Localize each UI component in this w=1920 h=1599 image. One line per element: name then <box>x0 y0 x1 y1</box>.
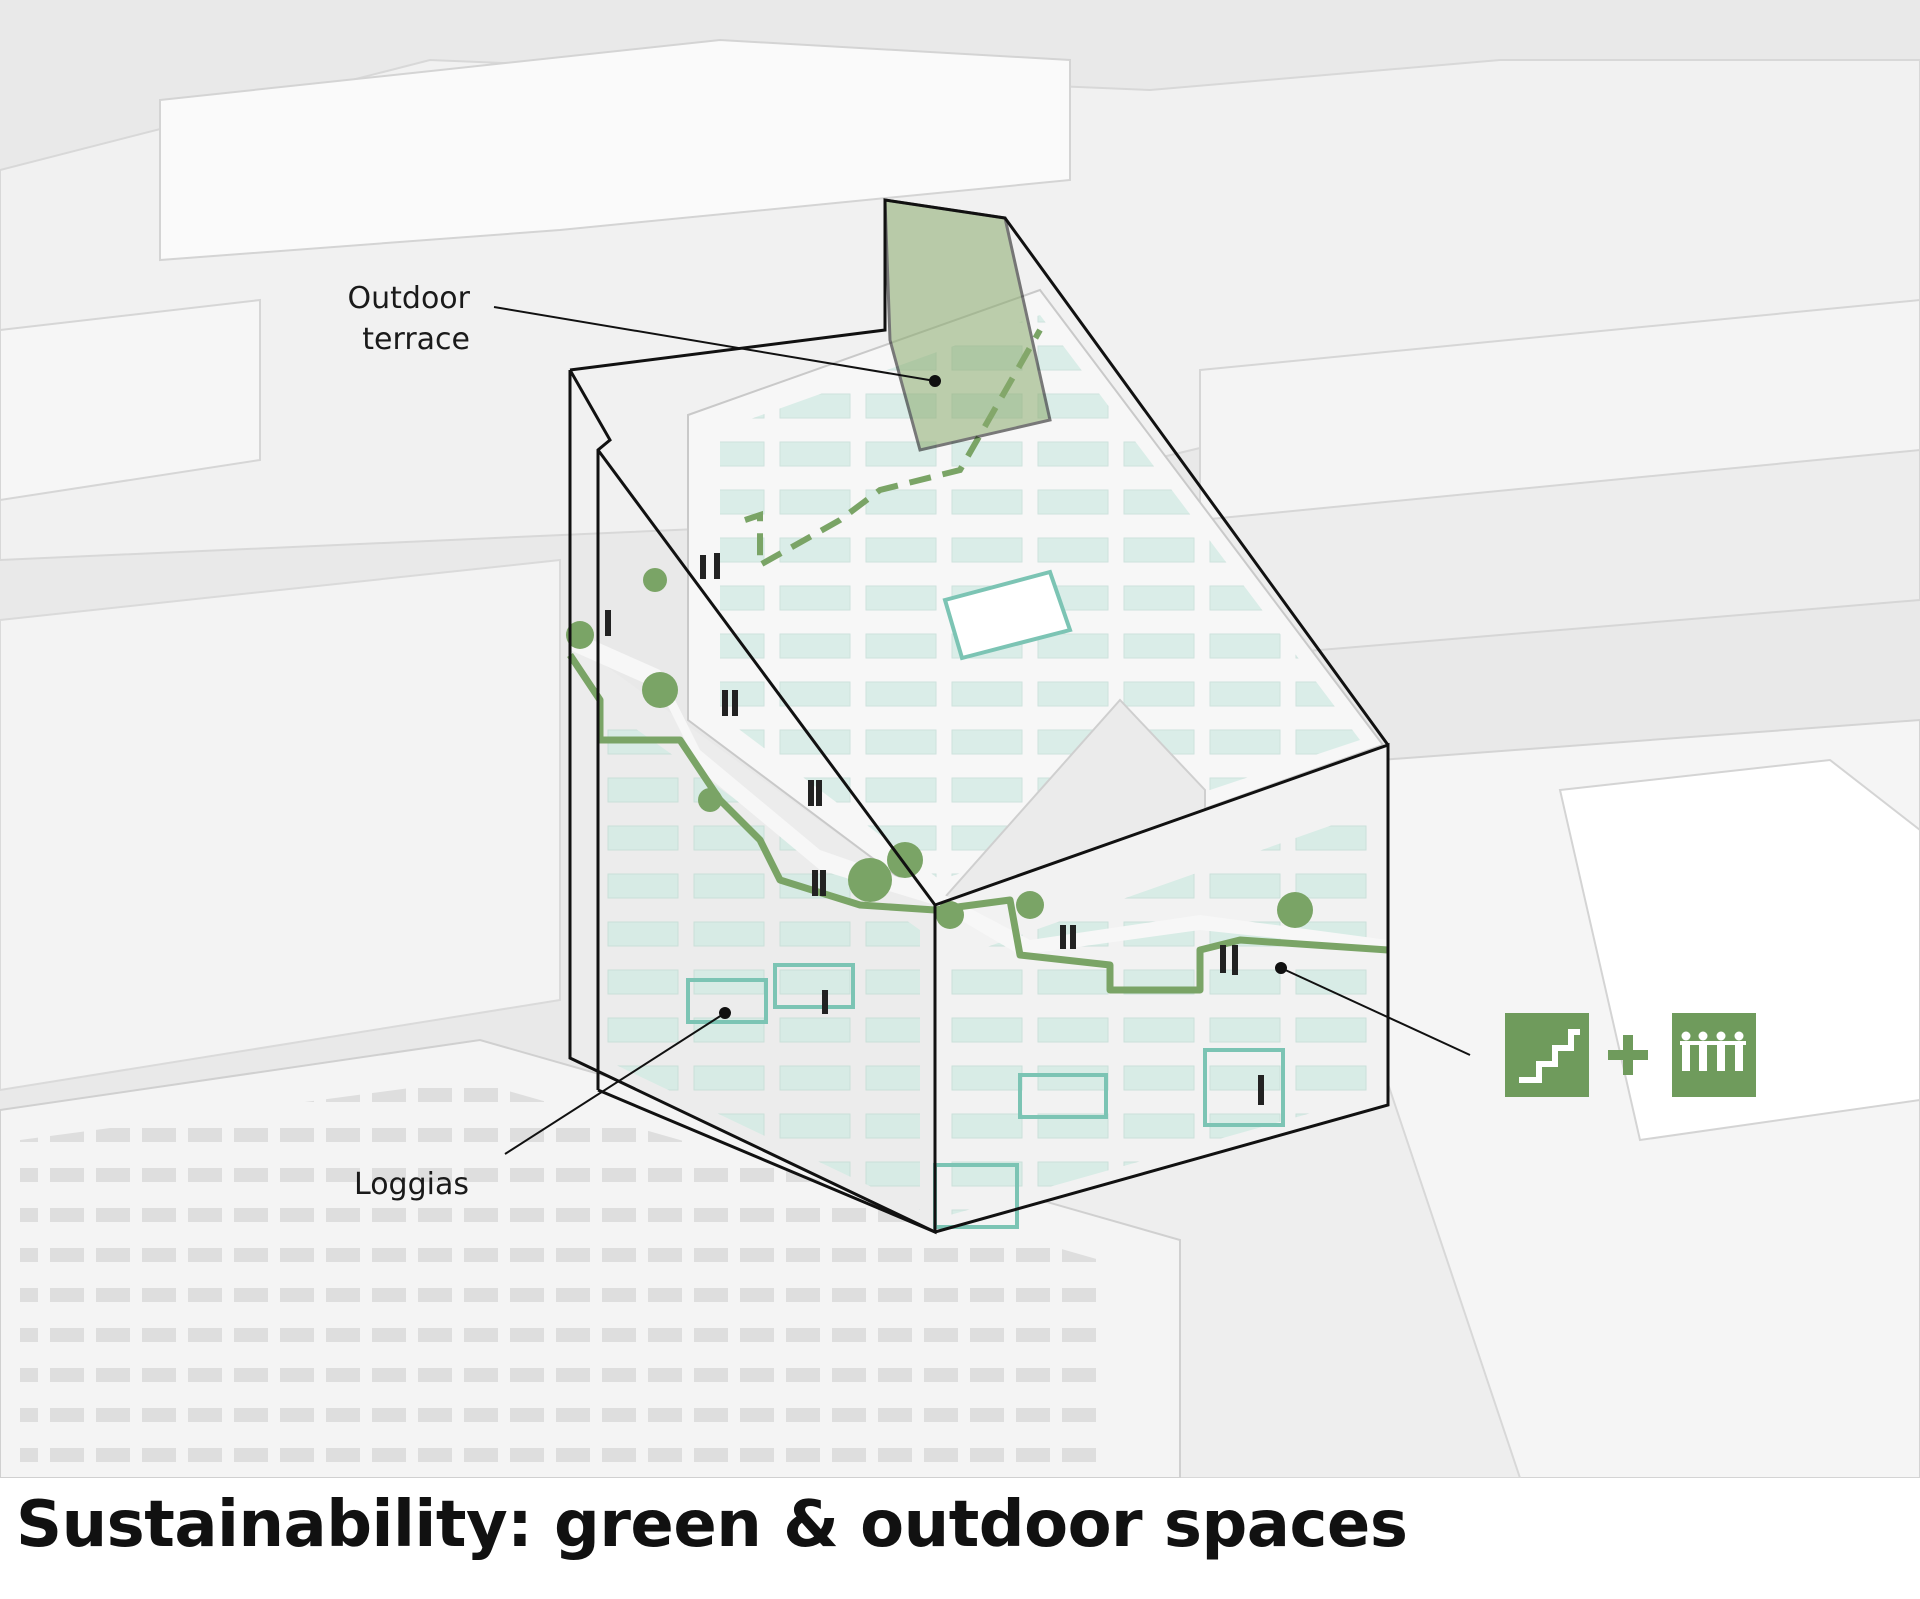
label-loggias: Loggias <box>354 1167 469 1202</box>
leader-lines <box>493 306 1471 1155</box>
label-outdoor-terrace-line2: terrace <box>362 322 470 357</box>
axonometric-diagram: Outdoor terrace Loggias <box>0 0 1920 1478</box>
label-outdoor-terrace-line1: Outdoor <box>348 281 471 316</box>
main-building <box>566 198 1390 1235</box>
people-group-icon <box>1672 1013 1756 1097</box>
plus-icon <box>1608 1035 1648 1075</box>
stairs-icon <box>1505 1013 1589 1097</box>
caption-title: Sustainability: green & outdoor spaces <box>16 1488 1408 1562</box>
